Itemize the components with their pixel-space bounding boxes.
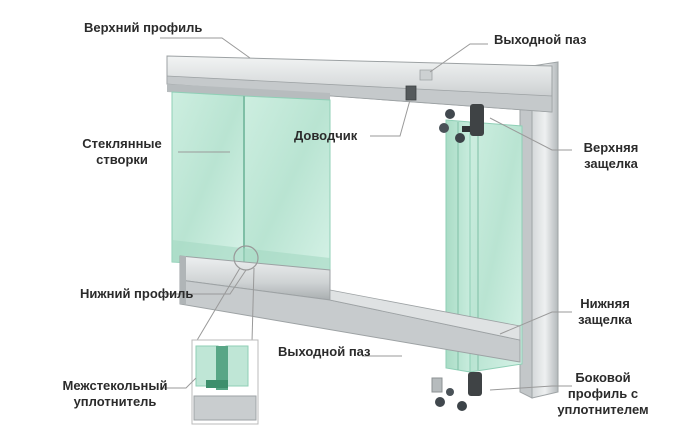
stacked-glass-panels — [445, 119, 523, 373]
label-bottom-profile: Нижний профиль — [80, 286, 194, 301]
label-side-profile-line1: Боковой — [575, 370, 631, 385]
label-seal-line1: Межстекольный — [62, 378, 168, 393]
label-glass-panels-line2: створки — [96, 152, 148, 167]
label-bottom-latch-line2: защелка — [578, 312, 632, 327]
label-glass-panels: Стеклянные створки — [70, 136, 174, 168]
top-latch-hardware — [439, 104, 484, 143]
glass-panels — [171, 91, 331, 283]
label-top-latch-line2: защелка — [584, 156, 638, 171]
seal-inset-view — [191, 339, 259, 425]
label-exit-groove-bottom: Выходной паз — [278, 344, 371, 359]
label-exit-groove-top: Выходной паз — [494, 32, 587, 47]
label-bottom-latch: Нижняя защелка — [560, 296, 650, 328]
label-top-profile: Верхний профиль — [84, 20, 203, 35]
label-closer: Доводчик — [294, 128, 358, 143]
leader-lines — [160, 37, 572, 391]
label-glass-panels-line1: Стеклянные — [82, 136, 162, 151]
label-top-latch-line1: Верхняя — [583, 140, 639, 155]
label-inter-glass-seal: Межстекольный уплотнитель — [52, 378, 178, 410]
label-side-profile-line3: уплотнителем — [557, 402, 649, 417]
label-side-profile-line2: профиль с — [567, 386, 639, 401]
top-profile — [166, 55, 553, 113]
closer-part — [405, 85, 417, 101]
label-side-profile: Боковой профиль с уплотнителем — [548, 370, 658, 418]
label-top-latch: Верхняя защелка — [566, 140, 656, 172]
label-bottom-latch-line1: Нижняя — [580, 296, 630, 311]
bottom-latch-hardware — [431, 372, 482, 411]
label-seal-line2: уплотнитель — [73, 394, 157, 409]
bottom-profile — [179, 255, 521, 363]
